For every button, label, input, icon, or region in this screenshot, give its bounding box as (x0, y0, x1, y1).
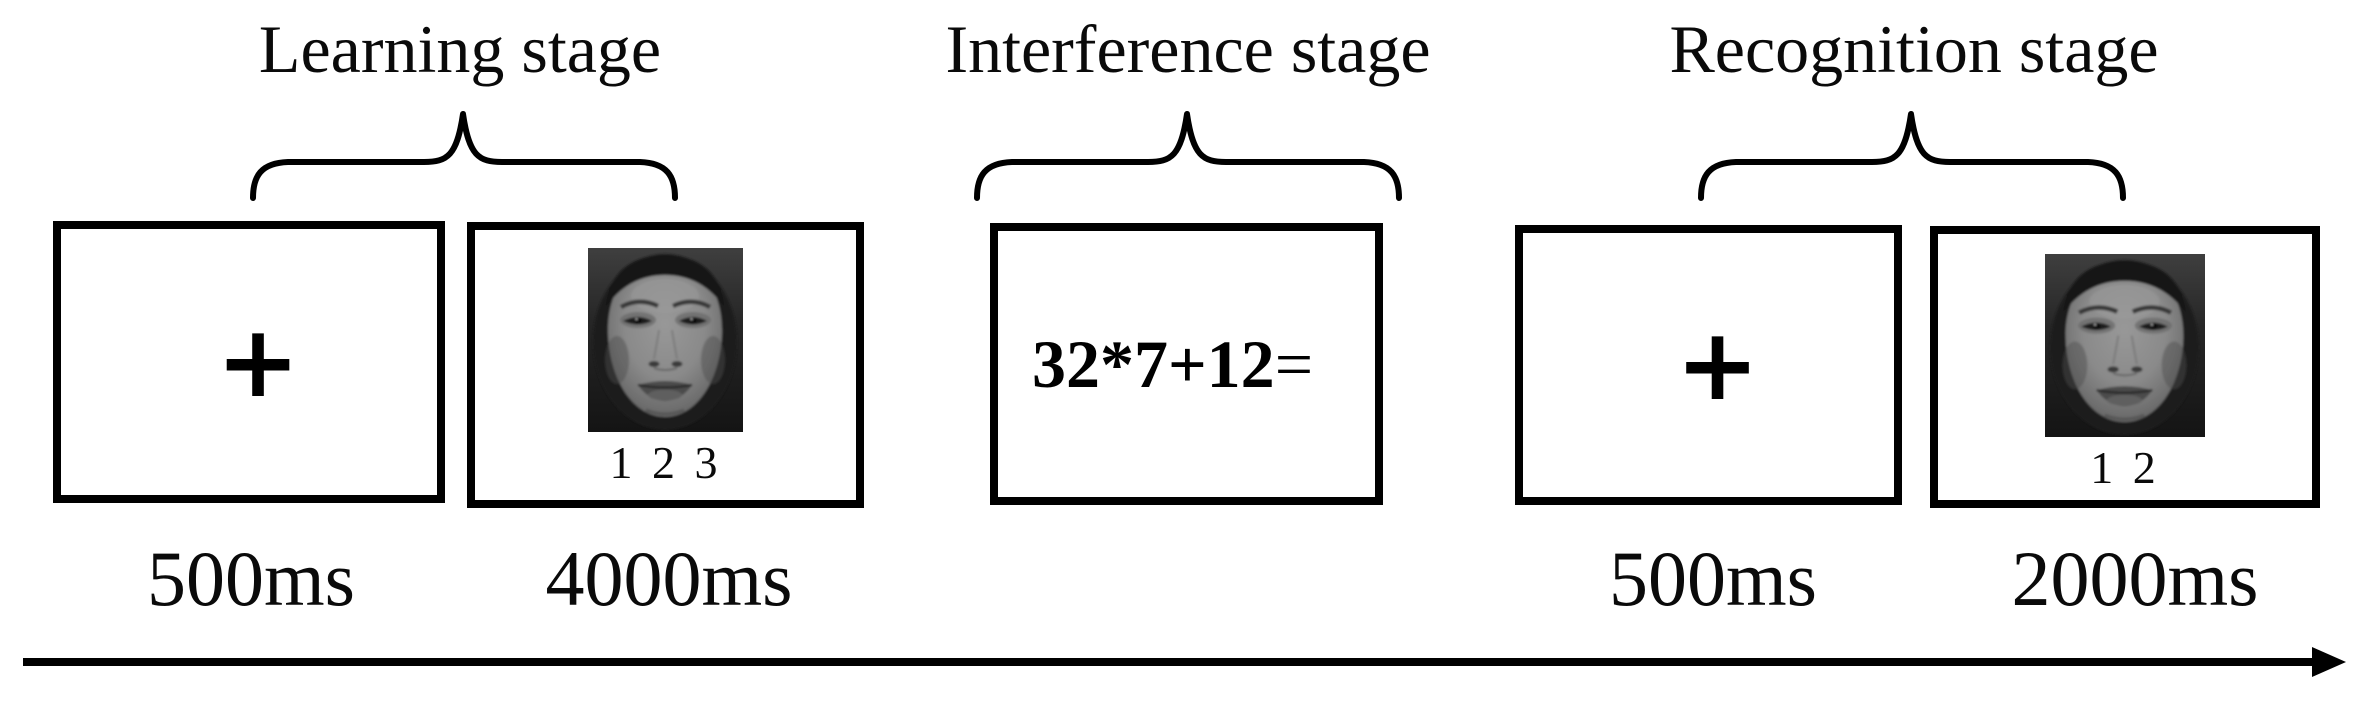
timeline-arrow-icon (23, 647, 2346, 677)
equals-sign: = (1274, 326, 1314, 402)
curly-brace-icon (248, 106, 680, 206)
fixation-cross: + (216, 303, 300, 420)
screen-fixation-2: + (1515, 225, 1902, 505)
screen-recognition-face: 1 2 (1930, 226, 2320, 508)
stage-label-interference: Interference stage (945, 11, 1431, 87)
math-expression: 32*7+12 (1031, 326, 1275, 402)
duration-label: 2000ms (2011, 535, 2259, 622)
screen-learning-face: 1 2 3 (467, 222, 864, 508)
duration-label: 4000ms (545, 535, 793, 622)
face-photo (588, 248, 743, 432)
screen-fixation-1: + (53, 221, 445, 503)
response-options-label: 1 2 (2090, 442, 2160, 493)
curly-brace-icon (972, 106, 1404, 206)
stage-label-learning: Learning stage (258, 11, 662, 87)
duration-label: 500ms (1608, 535, 1818, 622)
screen-math-problem: 32*7+12= (990, 223, 1383, 505)
response-options-label: 1 2 3 (609, 437, 722, 488)
math-problem-text: 32*7+12= (1032, 330, 1313, 398)
curly-brace-icon (1696, 106, 2128, 206)
fixation-cross: + (1675, 306, 1760, 423)
stage-label-recognition: Recognition stage (1669, 11, 2159, 87)
face-photo (2045, 254, 2205, 437)
duration-label: 500ms (146, 535, 356, 622)
